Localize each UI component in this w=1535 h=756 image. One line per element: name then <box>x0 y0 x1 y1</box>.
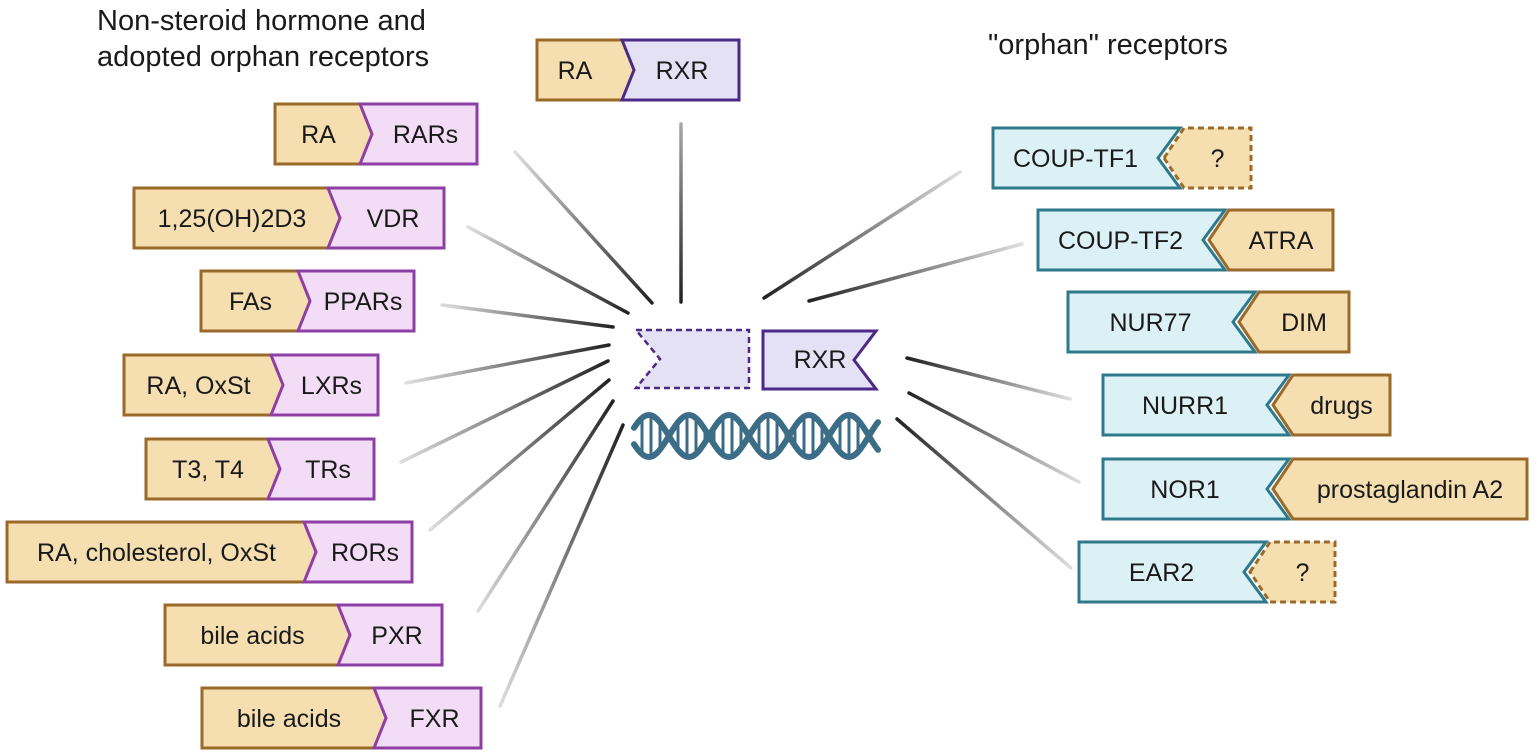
connector-line <box>907 391 1081 484</box>
right-header: "orphan" receptors <box>988 29 1228 61</box>
orphan-receptor-label: EAR2 <box>1129 559 1194 587</box>
dna-helix-icon <box>631 412 881 460</box>
receptor-box <box>301 520 414 584</box>
orphan-receptor-box <box>1101 457 1292 521</box>
orphan-receptor-box <box>1077 540 1269 604</box>
receptor-label: LXRs <box>301 372 362 400</box>
receptor-box <box>265 437 376 501</box>
ligand-box <box>1271 457 1529 521</box>
left-pair: FAs PPARs <box>199 269 416 333</box>
receptor-box <box>295 269 416 333</box>
orphan-pair: NURR1 drugs <box>1101 373 1392 437</box>
left-pair: T3, T4 TRs <box>144 437 376 501</box>
ligand-label: FAs <box>229 288 272 316</box>
ligand-label: prostaglandin A2 <box>1317 476 1503 504</box>
left-header-line-1: Non-steroid hormone and <box>97 5 426 37</box>
connector-line <box>807 242 1024 303</box>
ligand-label: bile acids <box>237 705 341 733</box>
receptor-box <box>335 603 444 667</box>
orphan-receptor-label: NUR77 <box>1110 309 1192 337</box>
ligand-box <box>1271 373 1392 437</box>
receptor-box <box>325 186 446 250</box>
ligand-label: bile acids <box>200 622 304 650</box>
left-header-line-2: adopted orphan receptors <box>97 41 429 73</box>
ligand-label: T3, T4 <box>172 456 244 484</box>
left-pair: 1,25(OH)2D3 VDR <box>132 186 446 250</box>
orphan-receptor-box <box>991 126 1183 190</box>
partner-slot-dashed <box>633 328 751 390</box>
unknown-ligand-box <box>1248 540 1337 604</box>
ligand-label: ? <box>1211 145 1225 173</box>
receptor-label: RARs <box>393 121 458 149</box>
receptor-label: FXR <box>410 705 460 733</box>
ligand-label: ATRA <box>1249 227 1314 255</box>
top-pair: RA RXR <box>535 38 741 102</box>
top-ligand-label: RA <box>558 57 593 85</box>
unknown-ligand-box <box>1162 126 1253 190</box>
receptor-label: VDR <box>367 205 420 233</box>
orphan-receptor-label: COUP-TF1 <box>1013 145 1138 173</box>
left-pair: RA, cholesterol, OxSt RORs <box>5 520 414 584</box>
ligand-box <box>1207 208 1335 272</box>
left-pair: RA RARs <box>273 102 479 166</box>
connector-line <box>476 399 615 613</box>
ligand-label: ? <box>1296 559 1310 587</box>
connector-line <box>404 343 611 385</box>
ligand-label: 1,25(OH)2D3 <box>158 205 307 233</box>
receptor-label: PPARs <box>324 288 403 316</box>
receptor-label: RORs <box>331 539 399 567</box>
top-receptor-label: RXR <box>656 57 709 85</box>
receptor-box <box>268 353 380 417</box>
ligand-box <box>1237 290 1351 354</box>
receptor-label: TRs <box>305 456 351 484</box>
left-pair: RA, OxSt LXRs <box>122 353 380 417</box>
orphan-receptor-label: COUP-TF2 <box>1058 227 1183 255</box>
connector-line <box>440 303 615 329</box>
orphan-receptor-box <box>1101 373 1292 437</box>
ligand-label: DIM <box>1281 309 1327 337</box>
top-receptor-box <box>619 38 741 102</box>
receptor-label: PXR <box>371 622 422 650</box>
orphan-pair: NOR1 prostaglandin A2 <box>1101 457 1529 521</box>
ligand-label: RA, OxSt <box>146 372 250 400</box>
orphan-receptor-label: NURR1 <box>1142 392 1228 420</box>
central-rxr-label: RXR <box>794 346 847 374</box>
connector-line <box>466 225 630 315</box>
connector-line <box>762 170 962 300</box>
orphan-receptor-box <box>1066 290 1258 354</box>
orphan-receptor-box <box>1036 208 1228 272</box>
connector-line <box>399 359 610 464</box>
central-heterodimer: RXR <box>633 328 880 391</box>
ligand-label: RA, cholesterol, OxSt <box>37 539 276 567</box>
connector-line <box>513 150 654 305</box>
orphan-receptor-label: NOR1 <box>1150 476 1219 504</box>
receptor-box <box>357 102 479 166</box>
central-rxr-box <box>761 329 880 391</box>
connector-lines <box>399 122 1081 708</box>
left-pair: bile acids PXR <box>163 603 444 667</box>
dna-strand <box>631 412 881 460</box>
ligand-label: RA <box>301 121 336 149</box>
orphan-pair: COUP-TF2 ATRA <box>1036 208 1335 272</box>
orphan-pair: COUP-TF1? <box>991 126 1253 190</box>
dna-strand <box>631 412 881 460</box>
left-pair: bile acids FXR <box>200 686 483 750</box>
orphan-pair: EAR2? <box>1077 540 1337 604</box>
connector-line <box>895 417 1073 570</box>
connector-line <box>498 423 625 708</box>
receptor-box <box>371 686 483 750</box>
connector-line <box>905 356 1072 401</box>
connector-line <box>428 378 611 532</box>
ligand-label: drugs <box>1310 392 1373 420</box>
orphan-pair: NUR77 DIM <box>1066 290 1351 354</box>
